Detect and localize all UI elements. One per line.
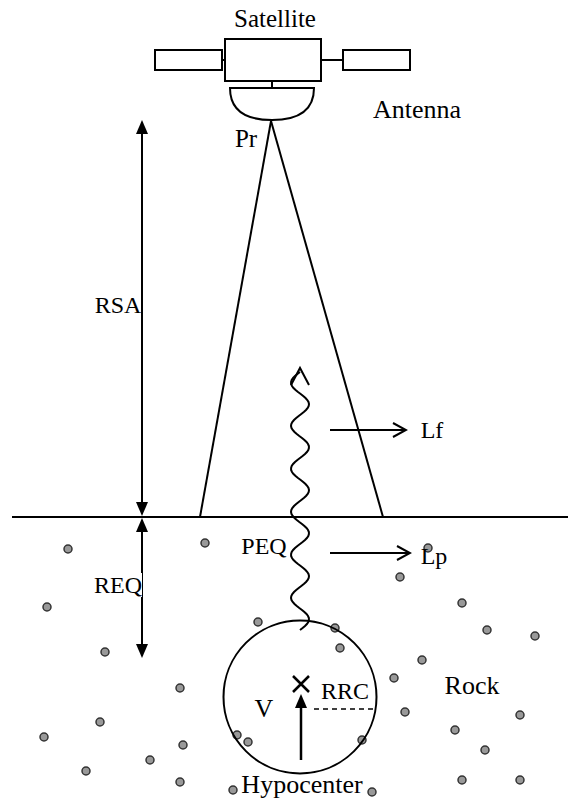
depth-label: REQ [94,573,142,597]
rock-label: Rock [445,673,500,699]
volume-label: V [255,696,274,722]
distance-label: RSA [95,293,142,317]
power-label: Pr [235,126,257,151]
ground-line [12,516,568,518]
emission-wave [291,372,309,630]
solar-panel [343,50,410,70]
loss-label: Lf [421,418,444,442]
hypocenter-label: Hypocenter [241,772,362,798]
antenna-label: Antenna [373,97,461,123]
loss-label: Lp [421,544,448,568]
antenna-dish [230,88,314,120]
power-label: PEQ [241,534,286,558]
rock-particles [40,539,539,796]
satellite-title: Satellite [234,6,316,31]
radius-label: RRC [321,679,369,703]
satellite-body: Satellite [224,38,322,82]
hypocenter-region: RRC V [222,619,378,775]
solar-panel [155,50,222,70]
